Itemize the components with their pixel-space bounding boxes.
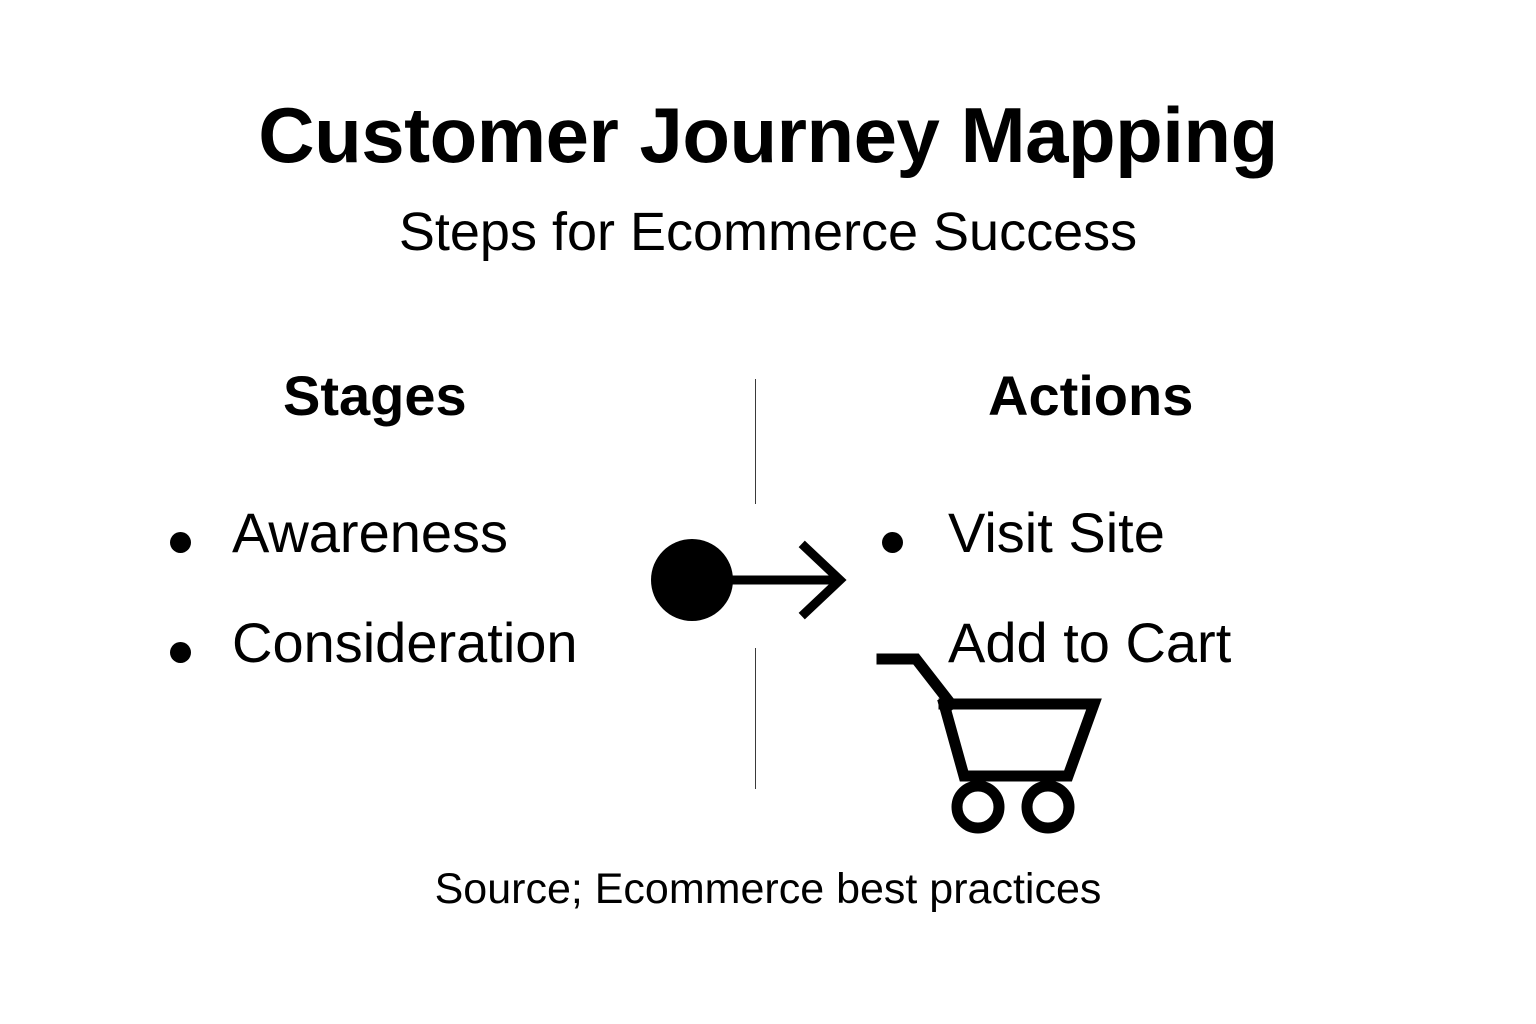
column-divider-top (755, 379, 756, 504)
shopping-cart-icon (876, 636, 1106, 836)
column-divider-bottom (755, 648, 756, 789)
bullet-icon (882, 532, 903, 553)
circle-arrow-right-icon (645, 530, 855, 630)
page-subtitle: Steps for Ecommerce Success (398, 202, 1138, 262)
stage-label-consideration: Consideration (232, 611, 578, 674)
bullet-icon (170, 642, 191, 663)
action-label-add-to-cart: Add to Cart (948, 611, 1232, 674)
column-heading-stages: Stages (283, 364, 467, 427)
source-note: Source; Ecommerce best practices (434, 865, 1102, 913)
column-heading-actions: Actions (988, 364, 1194, 427)
page-title: Customer Journey Mapping (258, 91, 1278, 179)
bullet-icon (170, 532, 191, 553)
action-label-visit-site: Visit Site (948, 501, 1165, 564)
stage-label-awareness: Awareness (232, 501, 509, 564)
